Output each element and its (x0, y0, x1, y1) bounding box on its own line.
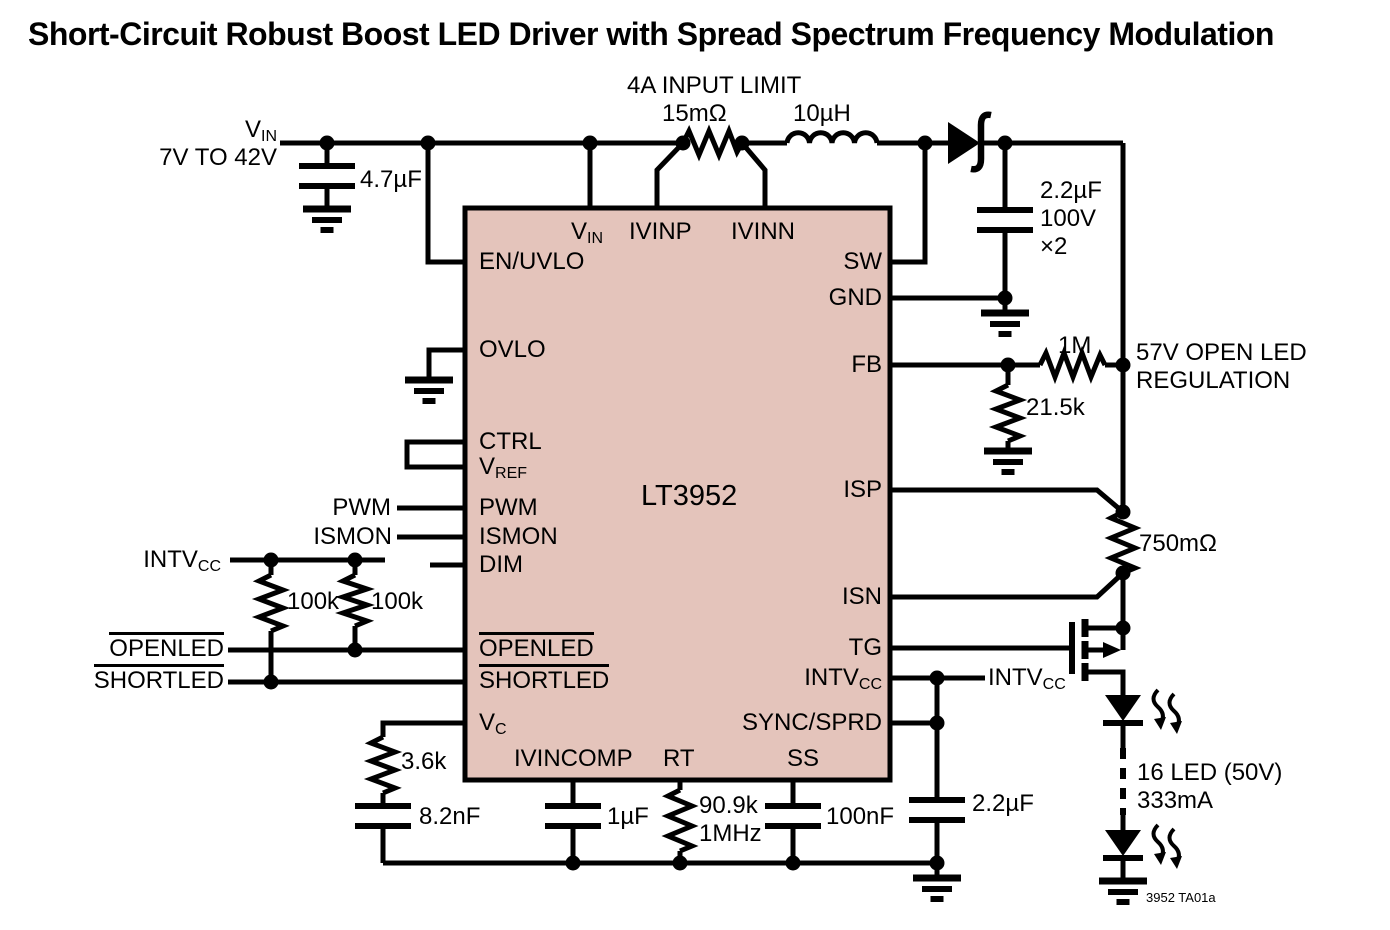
intvcc-cap-label: 2.2µF (972, 790, 1034, 817)
intvcc-cap-symbol (909, 800, 965, 820)
shortled-signal-label: SHORTLED (93, 664, 224, 694)
ctrl-vref-tie-wire (404, 439, 465, 470)
ground-symbol (1099, 881, 1147, 902)
fb-top-resistor-label: 1M (1058, 332, 1092, 359)
fb-resistor-1m (1037, 345, 1108, 385)
fb-bottom-resistor-label: 21.5k (1026, 394, 1085, 421)
ic-part-number: LT3952 (641, 480, 738, 512)
led-light-arrows-icon (1151, 688, 1184, 736)
sw-wire (890, 143, 928, 265)
comp-cap-symbol (355, 806, 411, 826)
output-cap-label: 2.2µF 100V ×2 (1040, 177, 1102, 260)
pwm-signal-label: PWM (332, 494, 391, 521)
pin-vref: VREF (479, 453, 528, 483)
led-string-label: 16 LED (50V) 333mA (1137, 759, 1283, 814)
isn-wire (890, 571, 1125, 600)
isp-wire (890, 487, 1125, 514)
rt-label: 90.9k 1MHz (699, 792, 762, 847)
intvcc-right-label: INTVCC (988, 664, 1066, 694)
junction-dots (263, 135, 1131, 871)
pin-rt: RT (663, 745, 695, 772)
figure-id-note: 3952 TA01a (1146, 890, 1216, 905)
pin-tg: TG (848, 634, 882, 661)
wires (228, 111, 1143, 878)
ground-symbol (405, 380, 453, 401)
ivinn-wire (740, 141, 768, 208)
pin-ismon: ISMON (479, 523, 558, 550)
ss-cap-label: 100nF (826, 803, 895, 830)
pin-dim: DIM (479, 551, 523, 578)
mosfet-symbol (1069, 619, 1126, 695)
pin-shortled: SHORTLED (479, 664, 610, 694)
inductor-symbol (784, 130, 880, 144)
pin-gnd: GND (828, 284, 882, 311)
vc-wire (380, 720, 465, 737)
led-symbol-bottom (1103, 815, 1143, 878)
regulation-note: 57V OPEN LED REGULATION (1136, 339, 1307, 394)
ss-cap-symbol (765, 806, 821, 826)
led-sense-resistor-750mohm (1104, 509, 1142, 576)
pin-ovlo: OVLO (479, 336, 546, 363)
pin-fb: FB (851, 351, 882, 378)
ismon-signal-label: ISMON (313, 523, 392, 550)
comp-resistor-3k6 (363, 734, 403, 796)
page-title: Short-Circuit Robust Boost LED Driver wi… (28, 16, 1274, 52)
pin-openled: OPENLED (479, 632, 594, 662)
input-limit-heading: 4A INPUT LIMIT (627, 72, 802, 99)
ground-symbol (303, 209, 351, 230)
vin-label: VIN (244, 116, 277, 146)
pin-ivinp: IVINP (629, 218, 692, 245)
ivincomp-cap-label: 1µF (607, 803, 649, 830)
vin-range-label: 7V TO 42V (159, 144, 277, 171)
led-light-arrows-icon (1151, 823, 1184, 871)
output-cap-symbol (977, 210, 1033, 230)
intvcc-left-label: INTVCC (143, 546, 221, 576)
pin-vc: VC (479, 709, 507, 739)
schottky-diode-symbol (948, 111, 992, 173)
led-sense-resistor-label: 750mΩ (1139, 530, 1217, 557)
pullup-r2-label: 100k (371, 588, 424, 615)
inductor-label: 10µH (793, 100, 851, 127)
ivinp-wire (654, 141, 685, 208)
pin-sw: SW (843, 248, 882, 275)
ovlo-wire (426, 347, 465, 377)
pin-ctrl: CTRL (479, 428, 542, 455)
pullup-resistor-100k-left (251, 572, 291, 634)
ground-symbol (981, 313, 1029, 334)
pullup-resistor-100k-right (335, 572, 375, 629)
en-uvlo-wire (425, 143, 465, 265)
pin-ivincomp: IVINCOMP (514, 745, 633, 772)
ivincomp-cap-symbol (545, 806, 601, 826)
pin-pwm: PWM (479, 494, 538, 521)
pin-vin: VIN (571, 218, 604, 248)
ground-symbol (984, 451, 1032, 472)
input-cap-symbol (299, 166, 355, 186)
pin-sync-sprd: SYNC/SPRD (741, 709, 882, 736)
ground-symbol (913, 878, 961, 899)
pin-isn: ISN (841, 583, 882, 610)
openled-signal-label: OPENLED (109, 632, 224, 662)
ic-body (462, 205, 893, 783)
pin-isp: ISP (843, 476, 882, 503)
pullup-r1-label: 100k (287, 588, 340, 615)
led-symbol-top (1103, 695, 1143, 748)
pin-ss: SS (787, 745, 820, 772)
sense-resistor-label: 15mΩ (662, 100, 727, 127)
comp-resistor-label: 3.6k (401, 748, 447, 775)
fb-resistor-21k5 (988, 382, 1028, 444)
comp-cap-label: 8.2nF (419, 803, 481, 830)
pin-ivinn: IVINN (731, 218, 796, 245)
pin-intvcc: INTVCC (804, 664, 882, 694)
pin-en-uvlo: EN/UVLO (479, 248, 585, 275)
rt-resistor-90k9 (661, 787, 699, 854)
input-cap-label: 4.7µF (360, 166, 422, 193)
sense-resistor-15mohm (680, 124, 745, 162)
